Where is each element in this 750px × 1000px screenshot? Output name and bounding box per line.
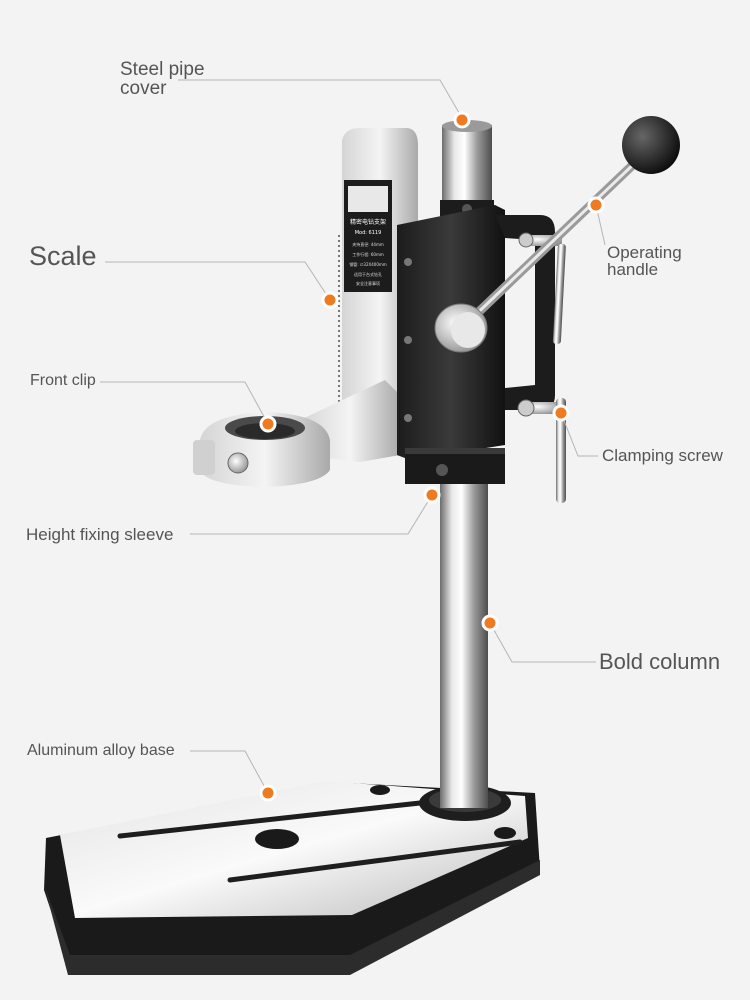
marker-operating-handle [587,196,605,214]
front-clip-screw [227,452,249,474]
spec-plate-line-1: 夹持直径: 44mm [352,241,384,247]
label-scale: Scale [29,241,97,271]
base-hole-back [370,785,390,795]
carriage-screw-3 [404,414,412,422]
label-bold-column: Bold column [599,649,721,674]
operating-handle-rod-highlight [466,158,640,324]
marker-steel-pipe-cover [453,111,471,129]
markers [259,111,605,802]
upper-clamp-tbar [552,243,566,344]
clamping-screw-head [517,399,535,417]
base-black-front [44,860,540,975]
operating-handle-knob [622,116,680,174]
marker-aluminum-alloy-base [259,784,277,802]
sleeve-screw [436,464,448,476]
base [44,781,540,975]
upper-clamp-head [518,232,534,248]
marker-bold-column [481,614,499,632]
leader-aluminum-alloy-base [190,750,269,794]
label-steel-pipe-cover-line-2: cover [120,78,167,99]
carriage-frame [495,215,555,410]
base-slot-1 [117,800,423,839]
marker-front-clip [259,415,277,433]
carriage-screw-1 [404,258,412,266]
spec-plate-line-5: 安全注意事项 [356,280,380,286]
label-operating-handle-line-1: Operating [607,243,682,262]
spec-plate-line-4: 适用于台式钻孔 [354,271,382,277]
column [440,448,488,808]
leader-bold-column [489,622,596,663]
label-height-fixing-sleeve: Height fixing sleeve [26,525,174,544]
marker-height-fixing-sleeve [423,486,441,504]
spec-plate-title: 精密电钻支架 [350,218,386,226]
spec-plate-photo [348,186,388,212]
leader-front-clip [100,381,269,425]
handle-hub-face [451,312,485,348]
spec-plate-model: Mod: 6119 [355,230,382,236]
label-aluminum-alloy-base: Aluminum alloy base [27,742,175,759]
leader-lines [100,79,606,794]
base-slot-2 [227,839,523,883]
marker-scale [321,291,339,309]
leader-clamping-screw [560,412,598,457]
marker-clamping-screw [552,404,570,422]
leader-steel-pipe-cover [178,79,463,119]
leader-scale [105,261,331,301]
base-top-plate [60,781,528,918]
label-steel-pipe-cover: Steel pipe cover [120,60,205,98]
label-front-clip: Front clip [30,372,96,389]
label-steel-pipe-cover-line-1: Steel pipe [120,59,205,80]
clamping-screw-tbar [556,398,566,503]
base-hole-right [494,827,516,839]
spec-plate-line-2: 工作行程: 60mm [352,251,384,257]
height-fixing-sleeve-highlight [405,448,505,454]
front-clip-lug [193,440,215,475]
label-clamping-screw: Clamping screw [602,446,723,465]
label-operating-handle: Operating handle [607,244,682,278]
base-center-hole [255,829,299,849]
label-operating-handle-line-2: handle [607,260,659,279]
carriage-screw-2 [404,336,412,344]
spec-plate-line-3: 钢管: ∅32X400mm [349,261,386,267]
leader-height-fixing-sleeve [190,494,433,535]
